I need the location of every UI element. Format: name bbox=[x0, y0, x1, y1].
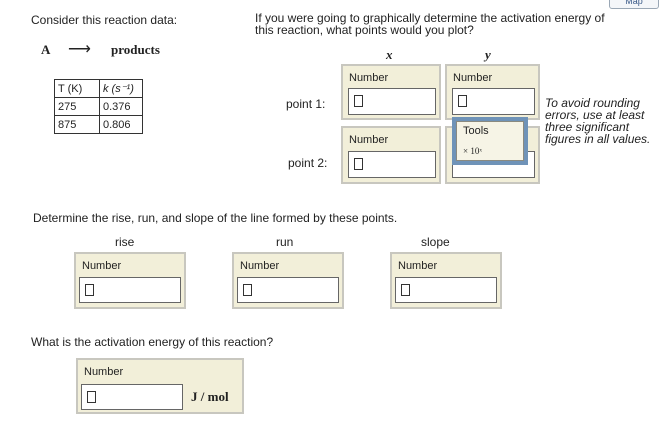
y-column-header: y bbox=[485, 47, 491, 62]
rise-input[interactable] bbox=[79, 277, 181, 303]
text-cursor-icon bbox=[85, 284, 94, 296]
run-number-label: Number bbox=[240, 260, 280, 272]
tools-panel: Tools × 10ˣ bbox=[456, 121, 524, 161]
text-cursor-icon bbox=[401, 284, 410, 296]
reaction-arrow-icon: ⟶ bbox=[68, 41, 91, 58]
text-cursor-icon bbox=[354, 95, 363, 107]
point1-x-input[interactable] bbox=[348, 88, 436, 115]
rounding-note: To avoid rounding errors, use at least t… bbox=[545, 96, 651, 146]
question-activation-energy: What is the activation energy of this re… bbox=[31, 335, 274, 349]
point1-y-input[interactable] bbox=[452, 88, 535, 115]
intro-prompt: Consider this reaction data: bbox=[31, 13, 178, 27]
data-table: T (K) k (s⁻¹) 275 0.376 875 0.806 bbox=[54, 79, 143, 134]
slope-box: Number bbox=[390, 252, 502, 309]
text-cursor-icon bbox=[243, 284, 252, 296]
map-button[interactable]: Map bbox=[609, 0, 659, 9]
point1-x-box: Number bbox=[341, 64, 441, 120]
product: products bbox=[111, 42, 160, 57]
text-cursor-icon bbox=[458, 95, 467, 107]
table-header-cell: k (s⁻¹) bbox=[99, 79, 143, 98]
table-cell: 0.806 bbox=[99, 115, 143, 134]
point2-x-box: Number bbox=[341, 126, 441, 184]
point2-label: point 2: bbox=[288, 156, 328, 170]
point1-y-label: Number bbox=[453, 72, 493, 84]
run-label: run bbox=[276, 235, 294, 249]
rise-label: rise bbox=[115, 235, 135, 249]
table-row: 275 0.376 bbox=[54, 97, 143, 116]
energy-unit: J / mol bbox=[191, 389, 229, 404]
tools-label: Tools bbox=[463, 125, 489, 137]
activation-energy-input[interactable] bbox=[81, 384, 183, 410]
point1-label: point 1: bbox=[286, 97, 326, 111]
run-box: Number bbox=[232, 252, 344, 309]
point2-x-input[interactable] bbox=[348, 151, 436, 178]
energy-number-label: Number bbox=[84, 366, 124, 378]
slope-input[interactable] bbox=[395, 277, 497, 303]
table-header-row: T (K) k (s⁻¹) bbox=[54, 79, 143, 98]
table-cell: 875 bbox=[54, 115, 100, 134]
point1-y-box: Number bbox=[445, 64, 540, 120]
point2-x-label: Number bbox=[349, 134, 389, 146]
reactant: A bbox=[41, 42, 51, 57]
scientific-notation-button[interactable]: × 10ˣ bbox=[463, 146, 482, 156]
slope-label: slope bbox=[421, 235, 450, 249]
activation-energy-box: Number J / mol bbox=[76, 358, 244, 414]
tools-popup[interactable]: Tools × 10ˣ bbox=[452, 117, 528, 165]
x-column-header: x bbox=[386, 47, 393, 62]
text-cursor-icon bbox=[354, 158, 363, 170]
rise-number-label: Number bbox=[82, 260, 122, 272]
point1-x-label: Number bbox=[349, 72, 389, 84]
table-cell: 275 bbox=[54, 97, 100, 116]
question-plot-points: If you were going to graphically determi… bbox=[255, 11, 605, 37]
question-rise-run-slope: Determine the rise, run, and slope of th… bbox=[33, 211, 398, 225]
text-cursor-icon bbox=[87, 391, 96, 403]
table-row: 875 0.806 bbox=[54, 115, 143, 134]
run-input[interactable] bbox=[237, 277, 339, 303]
table-cell: 0.376 bbox=[99, 97, 143, 116]
table-header-cell: T (K) bbox=[54, 79, 100, 98]
rise-box: Number bbox=[74, 252, 186, 309]
slope-number-label: Number bbox=[398, 260, 438, 272]
